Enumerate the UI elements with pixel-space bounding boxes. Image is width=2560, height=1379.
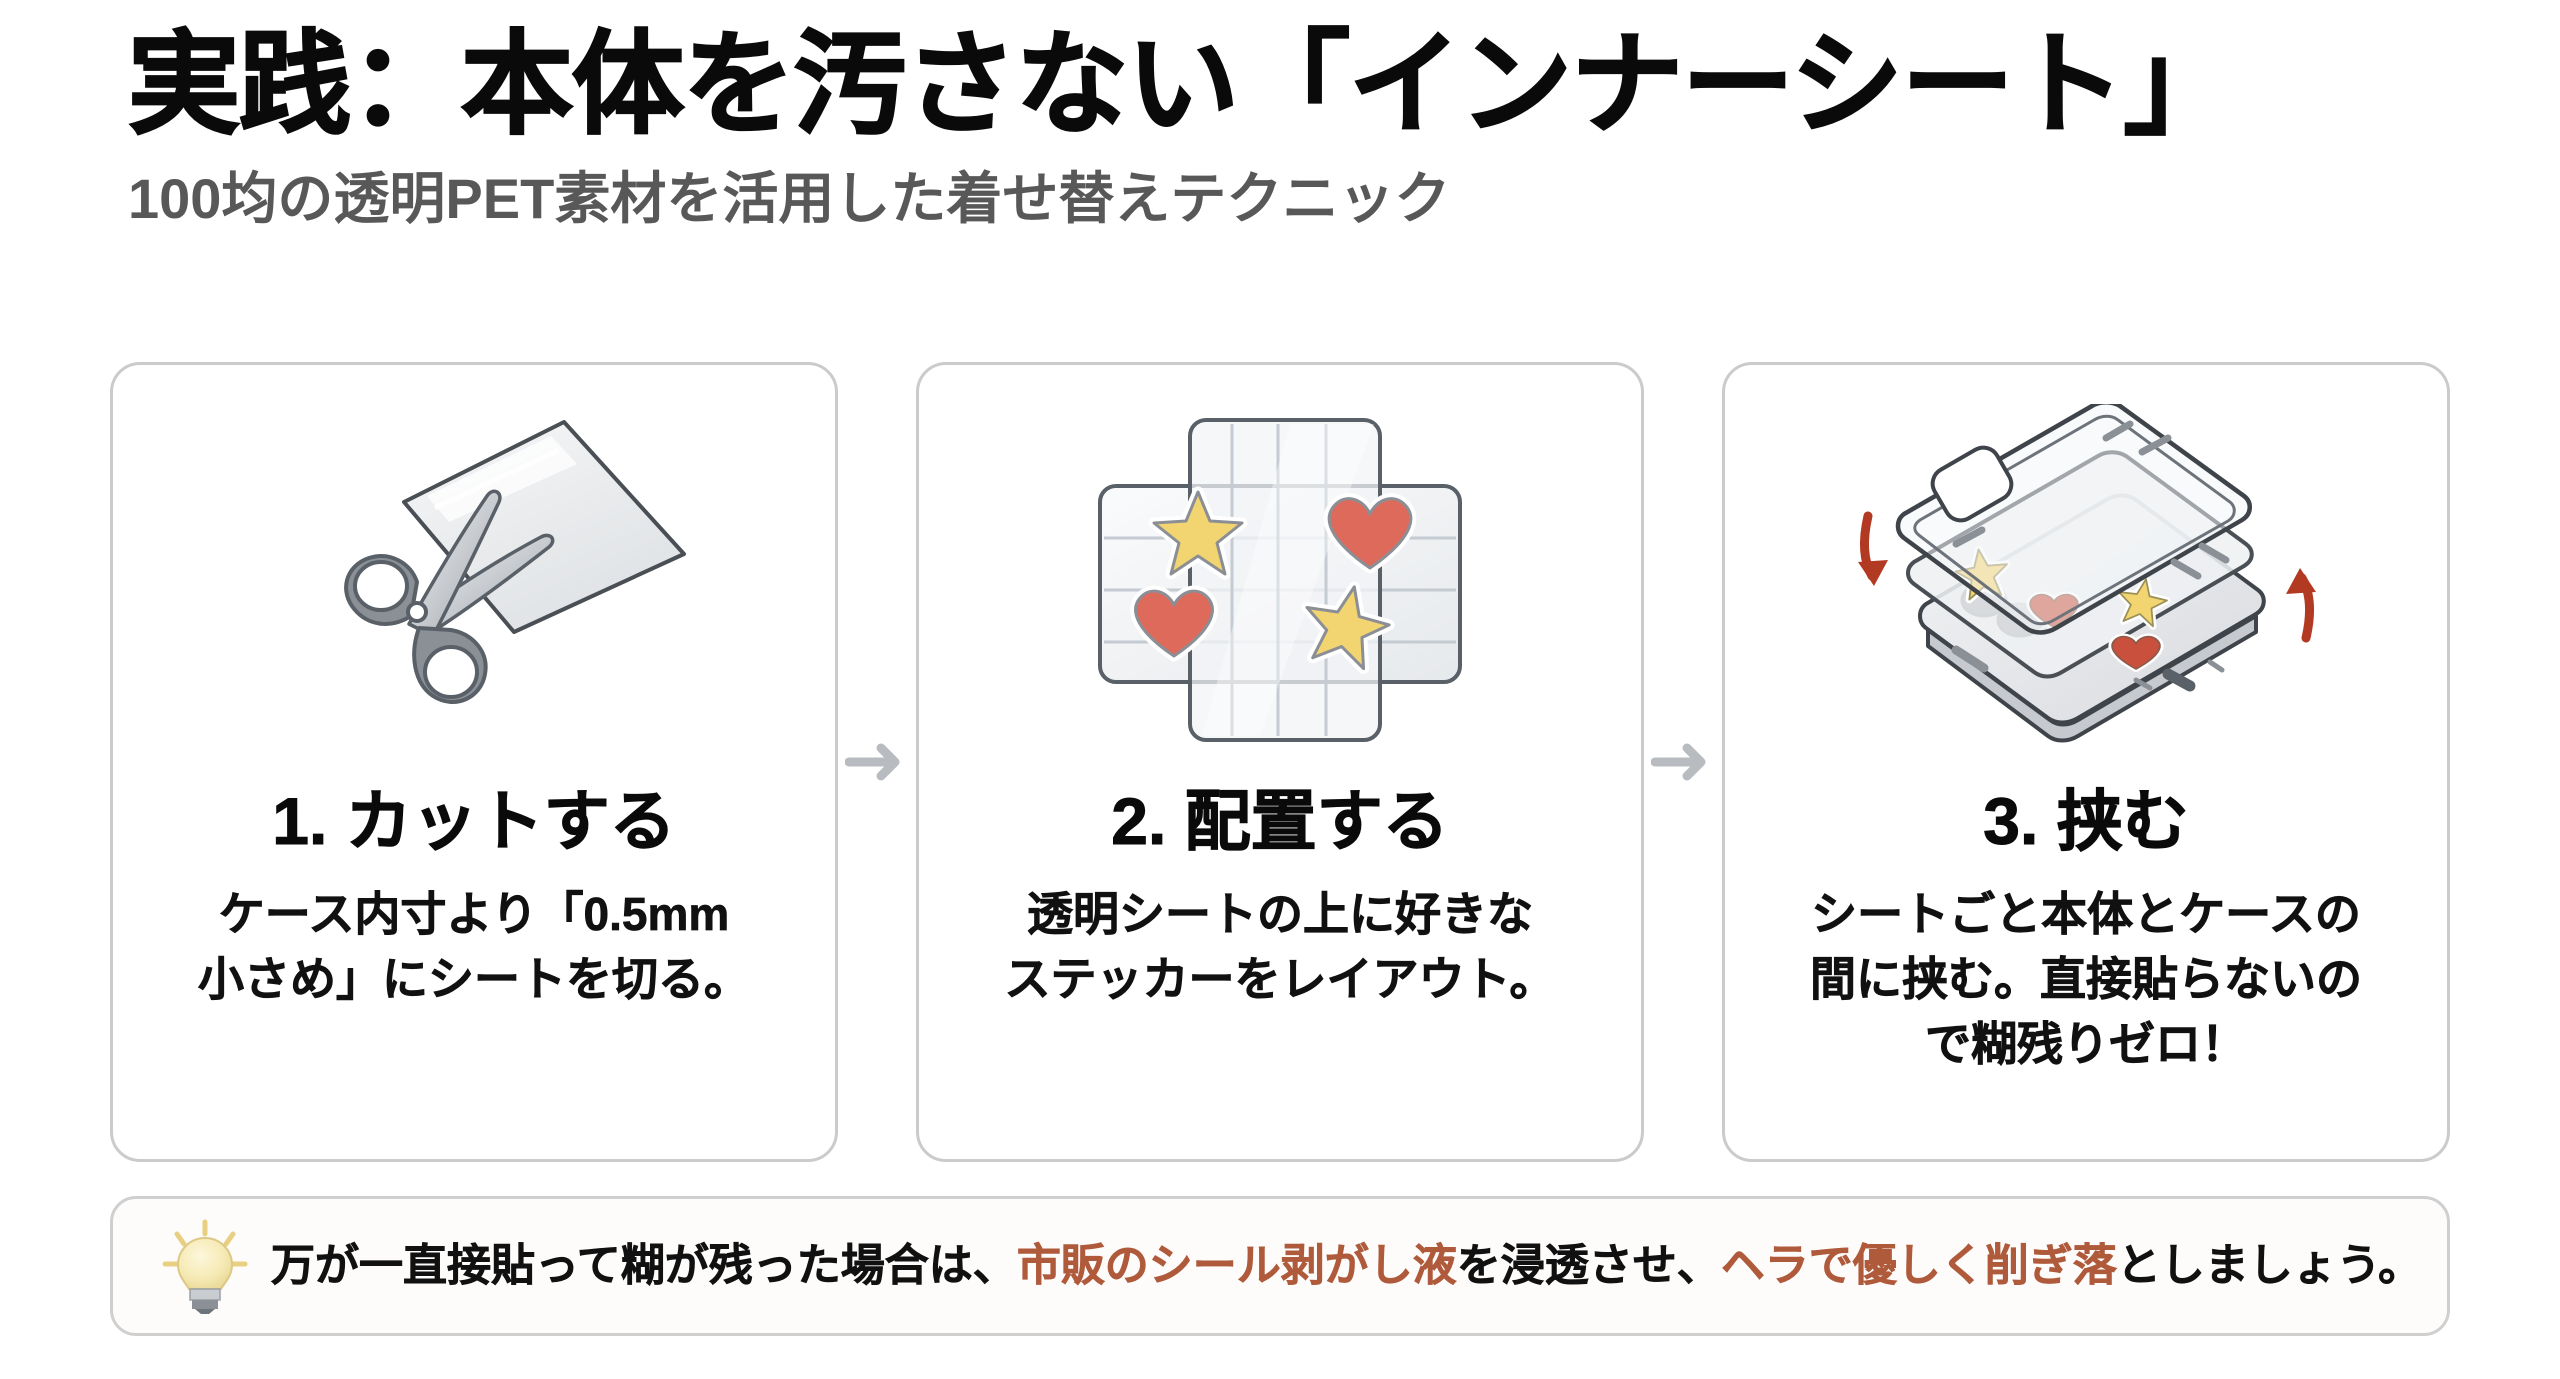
tip-text-part2: を浸透させ、 [1456, 1240, 1722, 1290]
step-card-1: 1. カットする ケース内寸より「0.5mm 小さめ」にシートを切る。 [110, 362, 838, 1162]
step-desc-3-line2: 間に挟む。直接貼らないの [1810, 952, 2363, 1006]
step-desc-2: 透明シートの上に好きな ステッカーをレイアウト。 [960, 882, 1600, 1013]
page-title: 実践：本体を汚さない「インナーシート」 [127, 21, 2237, 148]
step-desc-3-line1: シートごと本体とケースの [1811, 887, 2361, 940]
tip-highlight-2: ヘラで優しく削ぎ落 [1720, 1240, 2118, 1290]
connector-2 [1644, 362, 1722, 1162]
step-desc-3-line3: で糊残りゼロ！ [1925, 1018, 2248, 1071]
step-desc-2-line1: 透明シートの上に好きな [1027, 887, 1534, 940]
arrow-right-icon [845, 737, 909, 787]
tip-text-part3: としましょう。 [2116, 1240, 2423, 1290]
tip-bar: 万が一直接貼って糊が残った場合は、市販のシール剥がし液を浸透させ、ヘラで優しく削… [110, 1196, 2450, 1336]
tip-highlight-1: 市販のシール剥がし液 [1016, 1240, 1458, 1290]
arrow-right-icon [1651, 737, 1715, 787]
stickers-on-sheet-icon [919, 399, 1641, 759]
step-desc-1: ケース内寸より「0.5mm 小さめ」にシートを切る。 [154, 882, 794, 1013]
page-subtitle: 100均の透明PET素材を活用した着せ替えテクニック [128, 167, 1451, 231]
tip-text-part1: 万が一直接貼って糊が残った場合は、 [271, 1240, 1017, 1290]
scissors-cutting-sheet-icon [113, 399, 835, 759]
step-desc-1-line1: ケース内寸より「0.5mm [218, 887, 730, 940]
connector-1 [838, 362, 916, 1162]
phone-case-exploded-icon [1725, 399, 2447, 759]
tip-text: 万が一直接貼って糊が残った場合は、市販のシール剥がし液を浸透させ、ヘラで優しく削… [271, 1240, 2423, 1293]
step-desc-3: シートごと本体とケースの 間に挟む。直接貼らないの で糊残りゼロ！ [1766, 882, 2406, 1078]
step-desc-1-line2: 小さめ」にシートを切る。 [198, 952, 751, 1006]
step-desc-2-line2: ステッカーをレイアウト。 [1004, 952, 1556, 1006]
header: 実践：本体を汚さない「インナーシート」 100均の透明PET素材を活用した着せ替… [0, 0, 2560, 233]
step-title-2: 2. 配置する [1111, 784, 1449, 858]
step-card-2: 2. 配置する 透明シートの上に好きな ステッカーをレイアウト。 [916, 362, 1644, 1162]
step-title-1: 1. カットする [272, 784, 676, 858]
step-title-3: 3. 挟む [1983, 784, 2189, 858]
step-card-3: 3. 挟む シートごと本体とケースの 間に挟む。直接貼らないの で糊残りゼロ！ [1722, 362, 2450, 1162]
lightbulb-icon [157, 1214, 253, 1318]
steps-row: 1. カットする ケース内寸より「0.5mm 小さめ」にシートを切る。 [110, 362, 2450, 1162]
